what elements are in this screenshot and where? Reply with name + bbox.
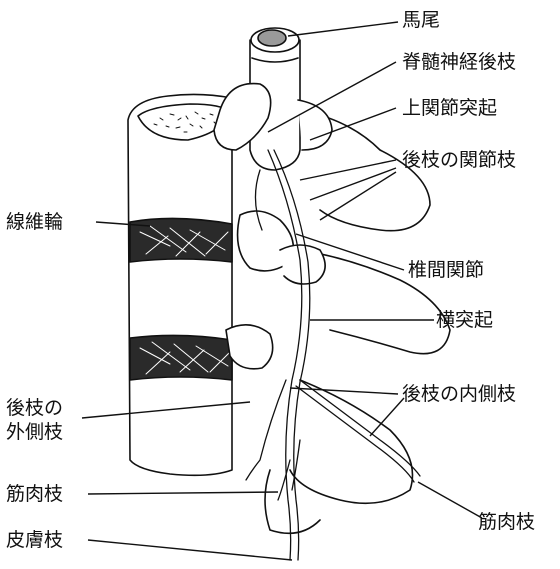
- label-lateral-branch: 後枝の 外側枝: [6, 396, 76, 444]
- label-cutaneous-branch: 皮膚枝: [6, 528, 63, 552]
- annulus-fibrosus-lower: [130, 335, 232, 380]
- label-transverse-process: 横突起: [436, 308, 493, 332]
- label-lateral-branch-line1: 後枝の: [6, 396, 76, 420]
- label-medial-branch: 後枝の内側枝: [402, 382, 516, 406]
- spinous-process-lower: [290, 380, 413, 503]
- vertebral-body: [128, 94, 232, 475]
- label-muscular-branch-right: 筋肉枝: [478, 510, 535, 534]
- label-cauda-equina: 馬尾: [402, 8, 440, 32]
- label-facet-joint: 椎間関節: [408, 258, 484, 282]
- label-annulus-fibrosus: 線維輪: [6, 210, 63, 234]
- label-muscular-branch-left: 筋肉枝: [6, 482, 63, 506]
- label-spinal-nerve-dorsal-ramus: 脊髄神経後枝: [402, 50, 516, 74]
- label-superior-articular-process: 上関節突起: [402, 96, 497, 120]
- label-lateral-branch-line2: 外側枝: [6, 420, 76, 444]
- label-articular-branch: 後枝の関節枝: [402, 148, 516, 172]
